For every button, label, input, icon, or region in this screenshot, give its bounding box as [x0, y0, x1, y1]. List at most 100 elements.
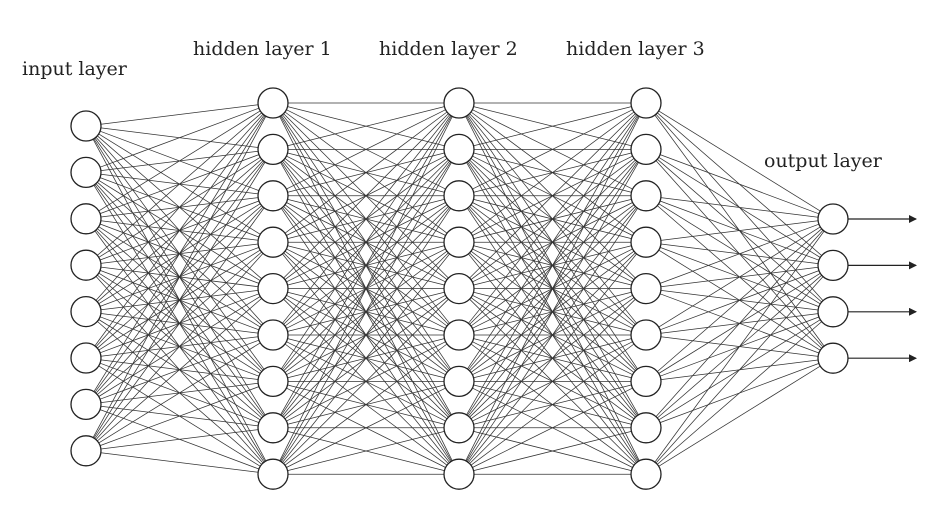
connection-edge: [283, 113, 449, 279]
connection-edge: [279, 116, 453, 461]
hidden-layer-2-neuron: [443, 458, 475, 490]
connection-edge: [660, 220, 819, 241]
connection-edge: [466, 115, 639, 415]
connection-edge: [472, 387, 633, 468]
connection-edge: [660, 197, 819, 218]
connection-edge: [284, 343, 448, 466]
connection-edge: [286, 387, 446, 468]
connection-edge: [659, 223, 820, 284]
hidden-layer-3-neuron: [630, 133, 662, 166]
input-layer-neuron: [70, 203, 102, 235]
connection-edge: [97, 298, 262, 442]
connection-edge: [658, 365, 821, 467]
hidden-layer-2-neuron: [443, 319, 475, 351]
connection-edge: [658, 110, 821, 212]
hidden-layer-2-neuron: [443, 226, 475, 258]
connection-edge: [99, 386, 260, 446]
hidden-layer-3-neuron: [630, 412, 662, 444]
hidden-layer-3-neuron: [630, 365, 662, 398]
connection-edge: [658, 226, 821, 328]
connection-edge: [280, 115, 452, 370]
hidden-layer-2-neuron: [443, 272, 475, 305]
input-layer-neuron: [70, 388, 102, 421]
input-layer-neuron: [70, 110, 102, 142]
hidden-layer-2-label: hidden layer 2: [379, 38, 518, 60]
hidden-layer-2-neuron: [443, 365, 475, 398]
connection-edge: [467, 208, 638, 462]
connection-edge: [466, 162, 639, 462]
connection-edge: [655, 229, 824, 417]
output-layer-neuron: [817, 249, 849, 282]
output-layer-neuron: [817, 203, 849, 235]
connection-edge: [657, 228, 822, 372]
hidden-layer-3-neuron: [630, 319, 662, 351]
output-layer-neuron: [817, 296, 849, 328]
connection-edge: [282, 114, 450, 324]
hidden-layer-1-neuron: [257, 412, 289, 444]
connection-edges: [92, 102, 825, 475]
hidden-layer-1-neuron: [257, 365, 289, 398]
connection-edge: [287, 431, 445, 471]
hidden-layer-3-neuron: [630, 272, 662, 305]
input-layer-neuron: [70, 435, 102, 467]
connection-edge: [93, 161, 266, 439]
connection-edge: [472, 109, 633, 190]
output-layer-label: output layer: [764, 150, 882, 172]
connection-edge: [100, 104, 259, 125]
connection-edge: [94, 114, 265, 347]
hidden-layer-2-neuron: [443, 412, 475, 444]
hidden-layer-1-neuron: [257, 272, 289, 305]
connection-edge: [94, 207, 265, 439]
connection-edge: [100, 452, 259, 473]
output-arrows: [848, 215, 917, 363]
connection-edge: [469, 298, 636, 464]
input-layer-label: input layer: [22, 58, 127, 80]
connection-edge: [470, 111, 635, 234]
hidden-layer-3-neuron: [630, 226, 662, 258]
input-layer-neuron: [70, 156, 102, 189]
hidden-layer-3-neuron: [630, 87, 662, 119]
connection-edge: [473, 106, 632, 147]
hidden-layer-3-neuron: [630, 180, 662, 212]
connection-edge: [280, 162, 452, 462]
connection-edge: [97, 112, 262, 256]
connection-edge: [468, 253, 637, 463]
connection-edge: [280, 208, 452, 462]
connection-edge: [469, 113, 636, 279]
connection-edge: [655, 276, 824, 464]
input-layer-neuron: [70, 342, 102, 374]
connection-edge: [98, 342, 261, 444]
hidden-layer-1-neuron: [257, 458, 289, 490]
connection-edge: [98, 110, 261, 212]
connection-edge: [284, 111, 448, 234]
hidden-layer-1-neuron: [257, 319, 289, 351]
connection-edge: [473, 431, 632, 471]
connection-edge: [95, 113, 264, 301]
hidden-layer-2-neuron: [443, 87, 475, 119]
output-layer-neuron: [817, 342, 849, 374]
connection-edge: [467, 115, 638, 370]
neuron-nodes: [70, 87, 849, 490]
hidden-layer-1-neuron: [257, 180, 289, 212]
connection-edge: [470, 343, 635, 466]
hidden-layer-1-neuron: [257, 87, 289, 119]
hidden-layer-1-neuron: [257, 226, 289, 258]
connection-edge: [468, 114, 637, 324]
input-layer-neuron: [70, 295, 102, 328]
connection-edge: [654, 230, 825, 463]
hidden-layer-2-neuron: [443, 133, 475, 166]
connection-edge: [99, 107, 260, 168]
hidden-layer-1-neuron: [257, 133, 289, 166]
connection-edge: [283, 298, 449, 464]
hidden-layer-3-neuron: [630, 458, 662, 490]
connection-edge: [95, 253, 264, 440]
input-layer-neuron: [70, 249, 102, 281]
connection-edge: [92, 116, 267, 438]
hidden-layer-2-neuron: [443, 180, 475, 212]
connection-edge: [657, 321, 822, 465]
connection-edge: [282, 253, 450, 463]
connection-edge: [465, 116, 640, 461]
connection-edge: [93, 115, 266, 392]
